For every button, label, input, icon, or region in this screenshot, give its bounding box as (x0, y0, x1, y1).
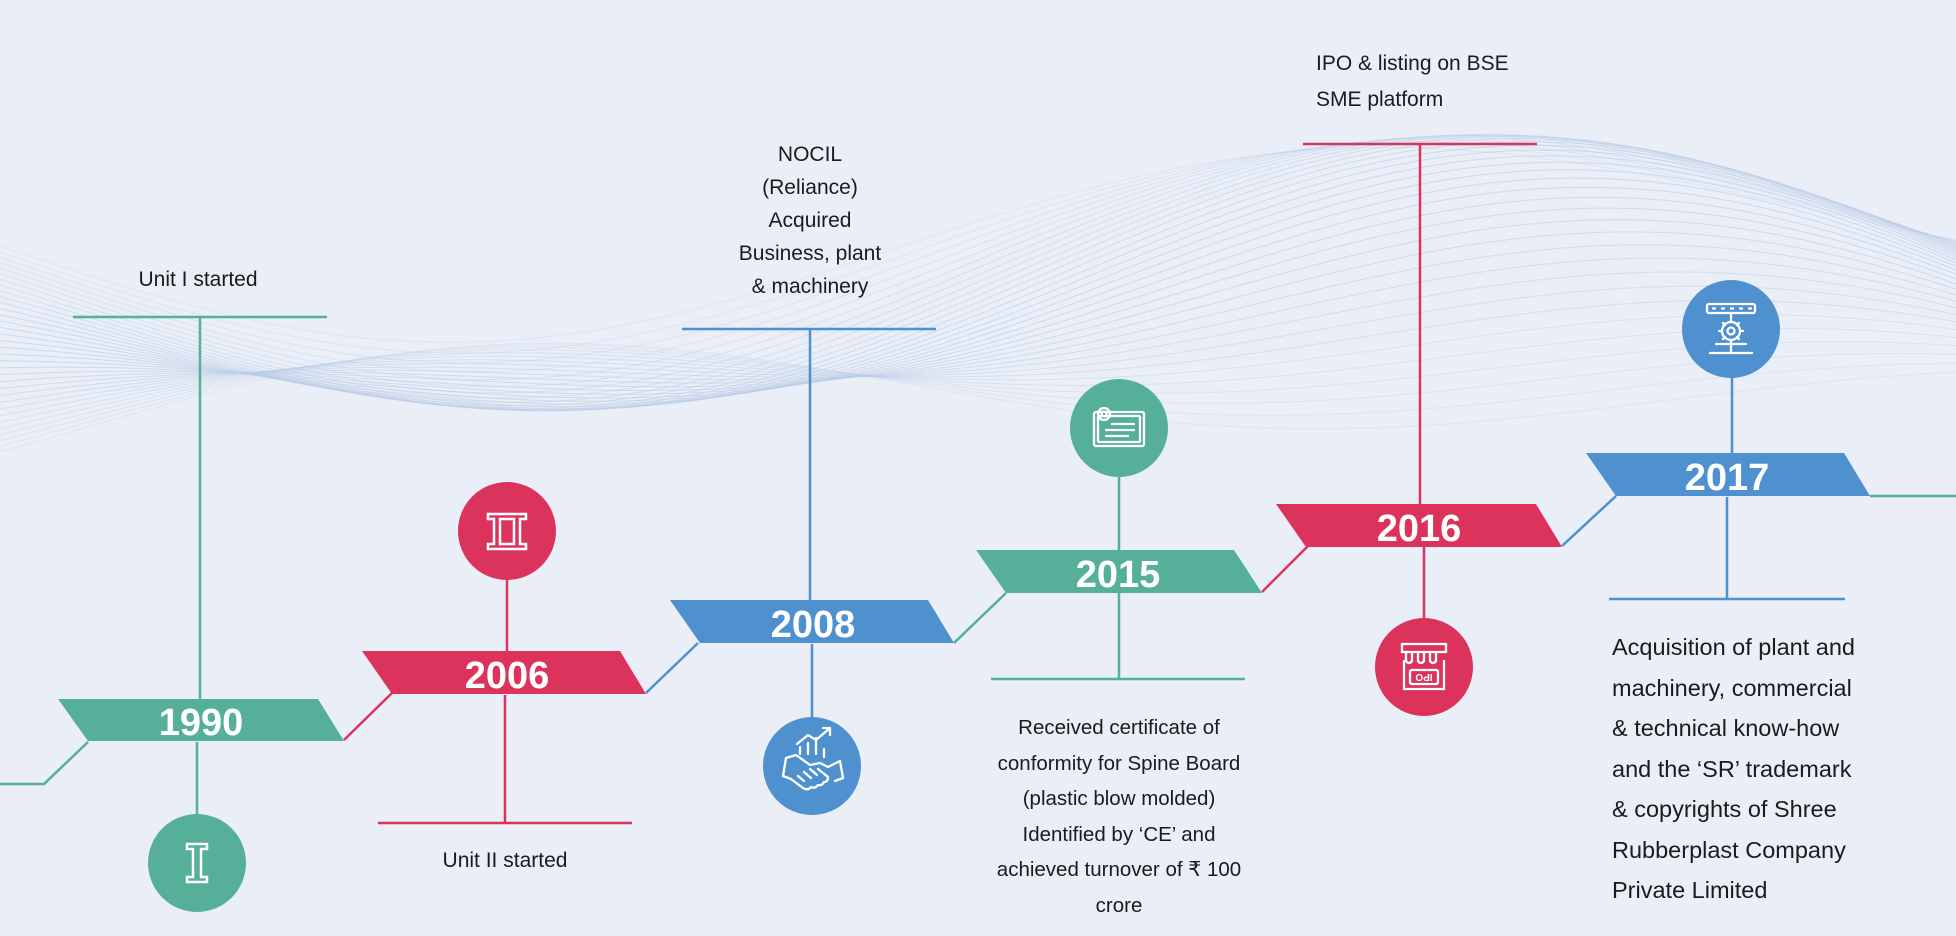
milestone-1990: 1990 (58, 315, 344, 912)
connector-start (0, 741, 89, 786)
milestone-2017: 2017 (1586, 280, 1870, 601)
wave-line (0, 299, 1956, 417)
wave-line (0, 155, 1956, 411)
wave-line (0, 136, 1956, 381)
conveyor-gear-icon (1705, 302, 1757, 355)
icon-circle (458, 482, 556, 580)
connector-1990-2006 (343, 692, 393, 741)
year-label: 1990 (159, 702, 244, 744)
milestone-2017-text: Acquisition of plant and machinery, comm… (1612, 634, 1855, 903)
wave-line (0, 285, 1956, 410)
milestone-2006-text: Unit II started (442, 849, 568, 872)
milestone-2008: 2008 (670, 327, 954, 815)
wave-line (0, 314, 1956, 423)
year-label: 2006 (465, 655, 550, 697)
wave-line (0, 344, 1956, 447)
wave-line (0, 169, 1956, 408)
ipo-kiosk-icon (1400, 642, 1448, 691)
certificate-icon (1092, 406, 1146, 448)
wave-line (0, 257, 1956, 397)
icon-circle (1070, 379, 1168, 477)
year-banner (58, 699, 344, 741)
roman-numeral-one-icon (185, 842, 209, 884)
wave-line (0, 219, 1956, 391)
milestone-1990-text: Unit I started (138, 268, 258, 291)
wave-line (0, 207, 1956, 395)
wave-line (0, 138, 1956, 373)
year-label: 2015 (1076, 554, 1161, 596)
wave-line (0, 177, 1956, 405)
wave-line (0, 327, 1956, 430)
wave-line (0, 161, 1956, 410)
year-label: 2008 (771, 604, 856, 646)
connector-2008-2015 (953, 592, 1007, 644)
wave-line (0, 271, 1956, 403)
connector-2015-2016 (1261, 545, 1309, 593)
roman-numeral-two-icon (486, 512, 528, 551)
wave-line (0, 342, 1956, 453)
icon-circle (763, 717, 861, 815)
year-banner (362, 651, 646, 694)
wave-line (0, 244, 1956, 390)
year-label: 2017 (1685, 457, 1770, 499)
milestone-2016-text: IPO & listing on BSE SME platform (1316, 52, 1509, 111)
wave-line (0, 141, 1956, 364)
milestone-2008-text: NOCIL (Reliance) Acquired Business, plan… (738, 143, 882, 298)
wave-line (0, 341, 1956, 436)
year-banner (976, 550, 1262, 593)
icon-circle (1375, 618, 1473, 716)
wave-line (0, 186, 1956, 402)
wave-line (0, 143, 1956, 354)
connector-2016-2017 (1561, 495, 1617, 547)
milestone-2015-text: Received certificate of conformity for S… (996, 716, 1242, 917)
year-banner (670, 600, 954, 643)
handshake-growth-icon (781, 726, 845, 791)
year-label: 2016 (1377, 508, 1462, 550)
icon-circle (148, 814, 246, 912)
icon-circle (1682, 280, 1780, 378)
wave-line (0, 196, 1956, 399)
wave-line (0, 346, 1956, 442)
milestone-2015: 2015 (976, 379, 1262, 681)
year-banner (1586, 453, 1870, 496)
year-banner (1276, 504, 1562, 547)
milestone-2006: 2006 (362, 482, 646, 825)
connector-2006-2008 (645, 642, 699, 694)
ipo-sign-text: IPO (1415, 671, 1432, 682)
wave-line (0, 231, 1956, 388)
milestone-2016: 2016 IPO (1276, 142, 1562, 716)
